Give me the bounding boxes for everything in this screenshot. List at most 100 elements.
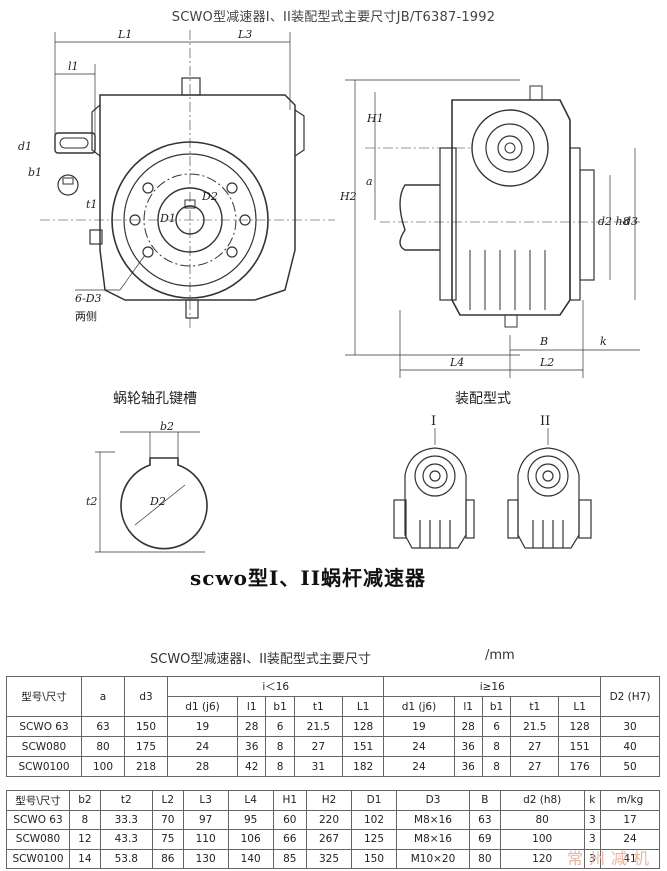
cell-L4: 106 <box>227 829 274 850</box>
header-a: a <box>81 676 125 717</box>
cell-d1: 19 <box>383 716 455 737</box>
cell-L1: 151 <box>341 736 385 757</box>
dimension-table-2: 型号\尺寸 b2 t2 L2 L3 L4 H1 H2 D1 D3 B d2 (h… <box>6 790 660 869</box>
cell-model: SCWO 63 <box>6 809 70 830</box>
dim-label-t2: t2 <box>86 495 97 508</box>
header-b1: b1 <box>481 696 512 717</box>
header-H1: H1 <box>272 790 307 811</box>
cell-t1: 21.5 <box>510 716 560 737</box>
cell-b1: 8 <box>265 736 295 757</box>
table-row: SCW0100 14 53.8 86 130 140 85 325 150 M1… <box>6 848 660 869</box>
dim-label-a: a <box>366 175 373 188</box>
cell-D1: 102 <box>350 809 398 830</box>
table-row: SCWO 63 8 33.3 70 97 95 60 220 102 M8×16… <box>6 809 660 830</box>
header-L1: L1 <box>341 696 385 717</box>
cell-t2: 33.3 <box>99 809 153 830</box>
cell-l1: 36 <box>237 736 267 757</box>
dim-label-D2: D2 <box>201 190 218 203</box>
dim-label-l1: l1 <box>68 60 79 73</box>
dim-label-L2: L2 <box>539 356 554 369</box>
header-t1: t1 <box>510 696 560 717</box>
cell-B: 80 <box>469 848 501 869</box>
cell-t1: 27 <box>293 736 343 757</box>
cell-H2: 220 <box>305 809 352 830</box>
dim-label-D1: D1 <box>159 212 176 225</box>
cell-b1: 8 <box>481 756 512 777</box>
cell-d3: 218 <box>124 756 168 777</box>
header-model: 型号\尺寸 <box>6 790 70 811</box>
drawing-title: SCWO型减速器I、II装配型式主要尺寸JB/T6387-1992 <box>171 10 496 25</box>
dim-label-d1: d1 <box>18 140 32 153</box>
header-L3: L3 <box>182 790 229 811</box>
cell-H2: 267 <box>305 829 352 850</box>
cell-b2: 8 <box>69 809 101 830</box>
header-D2: D2 (H7) <box>600 676 660 717</box>
cell-b2: 14 <box>69 848 101 869</box>
cell-b1: 6 <box>481 716 512 737</box>
cell-k: 3 <box>583 809 602 830</box>
header-d2: d2 (h8) <box>499 790 585 811</box>
header-group-i-ge-16: i≥16 <box>383 676 601 697</box>
cell-d1: 24 <box>166 736 239 757</box>
cell-t2: 53.8 <box>99 848 153 869</box>
header-d1: d1 (j6) <box>383 696 455 717</box>
cell-L1: 151 <box>558 736 601 757</box>
dim-label-6D3: 6-D3 <box>75 292 102 305</box>
cell-L4: 95 <box>227 809 274 830</box>
header-L2: L2 <box>151 790 184 811</box>
header-H2: H2 <box>305 790 352 811</box>
cell-l1: 28 <box>453 716 483 737</box>
header-l1: l1 <box>453 696 483 717</box>
dimension-table-1: 型号\尺寸 a d3 i＜16 i≥16 D2 (H7) d1 (j6) l1 … <box>6 676 660 777</box>
dim-label-L1: L1 <box>117 28 132 41</box>
dim-label-D2-keyway: D2 <box>149 495 166 508</box>
cell-L1: 176 <box>558 756 601 777</box>
cell-H1: 66 <box>272 829 307 850</box>
header-l1: l1 <box>237 696 267 717</box>
cell-model: SCW0100 <box>6 756 82 777</box>
dim-label-k: k <box>600 335 607 348</box>
label-both-sides: 两侧 <box>75 310 97 323</box>
cell-D2: 50 <box>600 756 660 777</box>
header-D3: D3 <box>396 790 470 811</box>
header-D1: D1 <box>350 790 398 811</box>
cell-d1: 24 <box>383 756 455 777</box>
cell-d2: 120 <box>499 848 585 869</box>
table-header-row: 型号\尺寸 b2 t2 L2 L3 L4 H1 H2 D1 D3 B d2 (h… <box>6 790 660 811</box>
cell-L4: 140 <box>227 848 274 869</box>
cell-d2: 80 <box>499 809 585 830</box>
cell-L1: 128 <box>558 716 601 737</box>
cell-t1: 27 <box>510 736 560 757</box>
cell-B: 63 <box>469 809 501 830</box>
cell-D1: 150 <box>350 848 398 869</box>
cell-L2: 70 <box>151 809 184 830</box>
cell-t1: 31 <box>293 756 343 777</box>
cell-l1: 36 <box>453 736 483 757</box>
caption-keyway: 蜗轮轴孔键槽 <box>113 391 197 407</box>
cell-D1: 125 <box>350 829 398 850</box>
cell-d1: 24 <box>383 736 455 757</box>
header-B: B <box>469 790 501 811</box>
cell-D3: M10×20 <box>396 848 470 869</box>
table-title: SCWO型减速器I、II装配型式主要尺寸 <box>150 652 371 667</box>
dim-label-d2h8: d2 h8 <box>598 215 630 228</box>
cell-model: SCW080 <box>6 736 82 757</box>
table-row: SCW080 12 43.3 75 110 106 66 267 125 M8×… <box>6 829 660 850</box>
cell-model: SCW0100 <box>6 848 70 869</box>
cell-t2: 43.3 <box>99 829 153 850</box>
cell-l1: 42 <box>237 756 267 777</box>
table-row: SCW080 80 175 24 36 8 27 151 24 36 8 27 … <box>6 736 660 757</box>
cell-l1: 28 <box>237 716 267 737</box>
cell-L2: 75 <box>151 829 184 850</box>
dim-label-H1: H1 <box>366 112 384 125</box>
dim-label-L4: L4 <box>449 356 464 369</box>
cell-mass: 24 <box>600 829 660 850</box>
header-group-i-lt-16: i＜16 <box>166 676 385 697</box>
cell-D3: M8×16 <box>396 809 470 830</box>
dim-label-b2: b2 <box>160 420 174 433</box>
cell-a: 63 <box>81 716 125 737</box>
cell-l1: 36 <box>453 756 483 777</box>
dim-label-b1: b1 <box>28 166 42 179</box>
header-mass: m/kg <box>600 790 660 811</box>
header-t2: t2 <box>99 790 153 811</box>
